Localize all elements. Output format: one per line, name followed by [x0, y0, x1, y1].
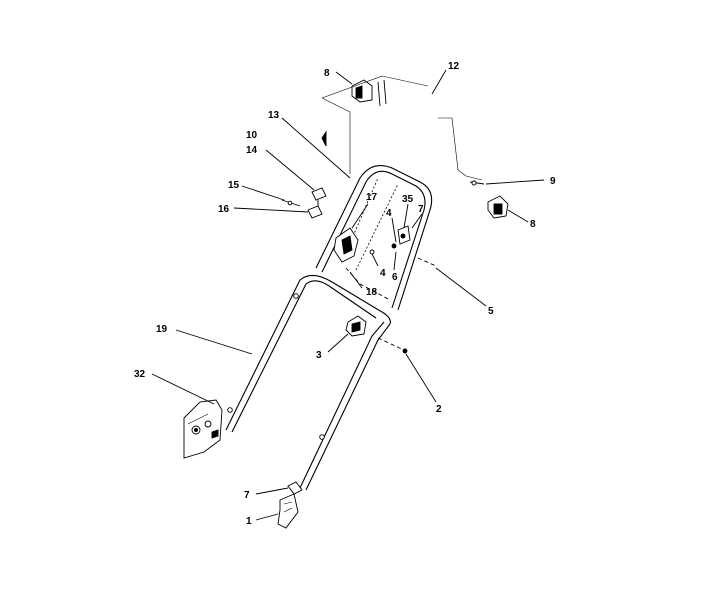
part-14-clip — [311, 187, 327, 208]
part-17-bracket — [333, 227, 359, 263]
callout-6: 6 — [392, 272, 398, 283]
part-9-bolt — [469, 180, 485, 186]
part-6-washer — [369, 249, 375, 255]
callout-8-right: 8 — [530, 219, 536, 230]
small-wedge — [321, 130, 327, 147]
part-7-nut-bottom — [287, 481, 303, 495]
part-5-cable — [417, 257, 437, 267]
callout-4b: 4 — [380, 268, 386, 279]
callout-7-top: 7 — [418, 204, 424, 215]
part-2-nut — [402, 348, 408, 354]
callout-1: 1 — [246, 516, 252, 527]
callout-4: 4 — [386, 208, 392, 219]
callout-32: 32 — [134, 369, 146, 380]
callout-16: 16 — [218, 204, 230, 215]
callout-12: 12 — [448, 61, 460, 72]
callout-35: 35 — [402, 194, 414, 205]
part-4-nut — [391, 243, 397, 249]
callout-7-bottom: 7 — [244, 490, 250, 501]
lower-handle — [225, 274, 391, 491]
callout-9: 9 — [550, 176, 556, 187]
callout-14: 14 — [246, 145, 258, 156]
callout-18: 18 — [366, 287, 378, 298]
upper-handle — [315, 165, 433, 311]
leader-lines — [151, 69, 545, 521]
callout-13: 13 — [268, 110, 280, 121]
callout-labels: 8 12 13 10 14 15 16 17 4 35 7 9 8 4 6 18… — [134, 61, 556, 527]
part-12-bail — [321, 75, 483, 181]
callout-3: 3 — [316, 350, 322, 361]
callout-10: 10 — [246, 130, 258, 141]
part-3-knob — [345, 315, 367, 337]
part-1-knob-bottom — [277, 493, 299, 529]
part-8-top — [351, 79, 387, 107]
callout-19: 19 — [156, 324, 168, 335]
part-8-knob-right — [487, 195, 509, 219]
callout-5: 5 — [488, 306, 494, 317]
part-15-bolt — [281, 199, 301, 207]
part-35-clip — [397, 225, 411, 245]
part-2-bolt — [377, 337, 405, 351]
part-32-bracket — [183, 399, 223, 459]
callout-8-top: 8 — [324, 68, 330, 79]
callout-15: 15 — [228, 180, 240, 191]
callout-17: 17 — [366, 192, 378, 203]
part-16-nut — [307, 205, 323, 219]
callout-2: 2 — [436, 404, 442, 415]
